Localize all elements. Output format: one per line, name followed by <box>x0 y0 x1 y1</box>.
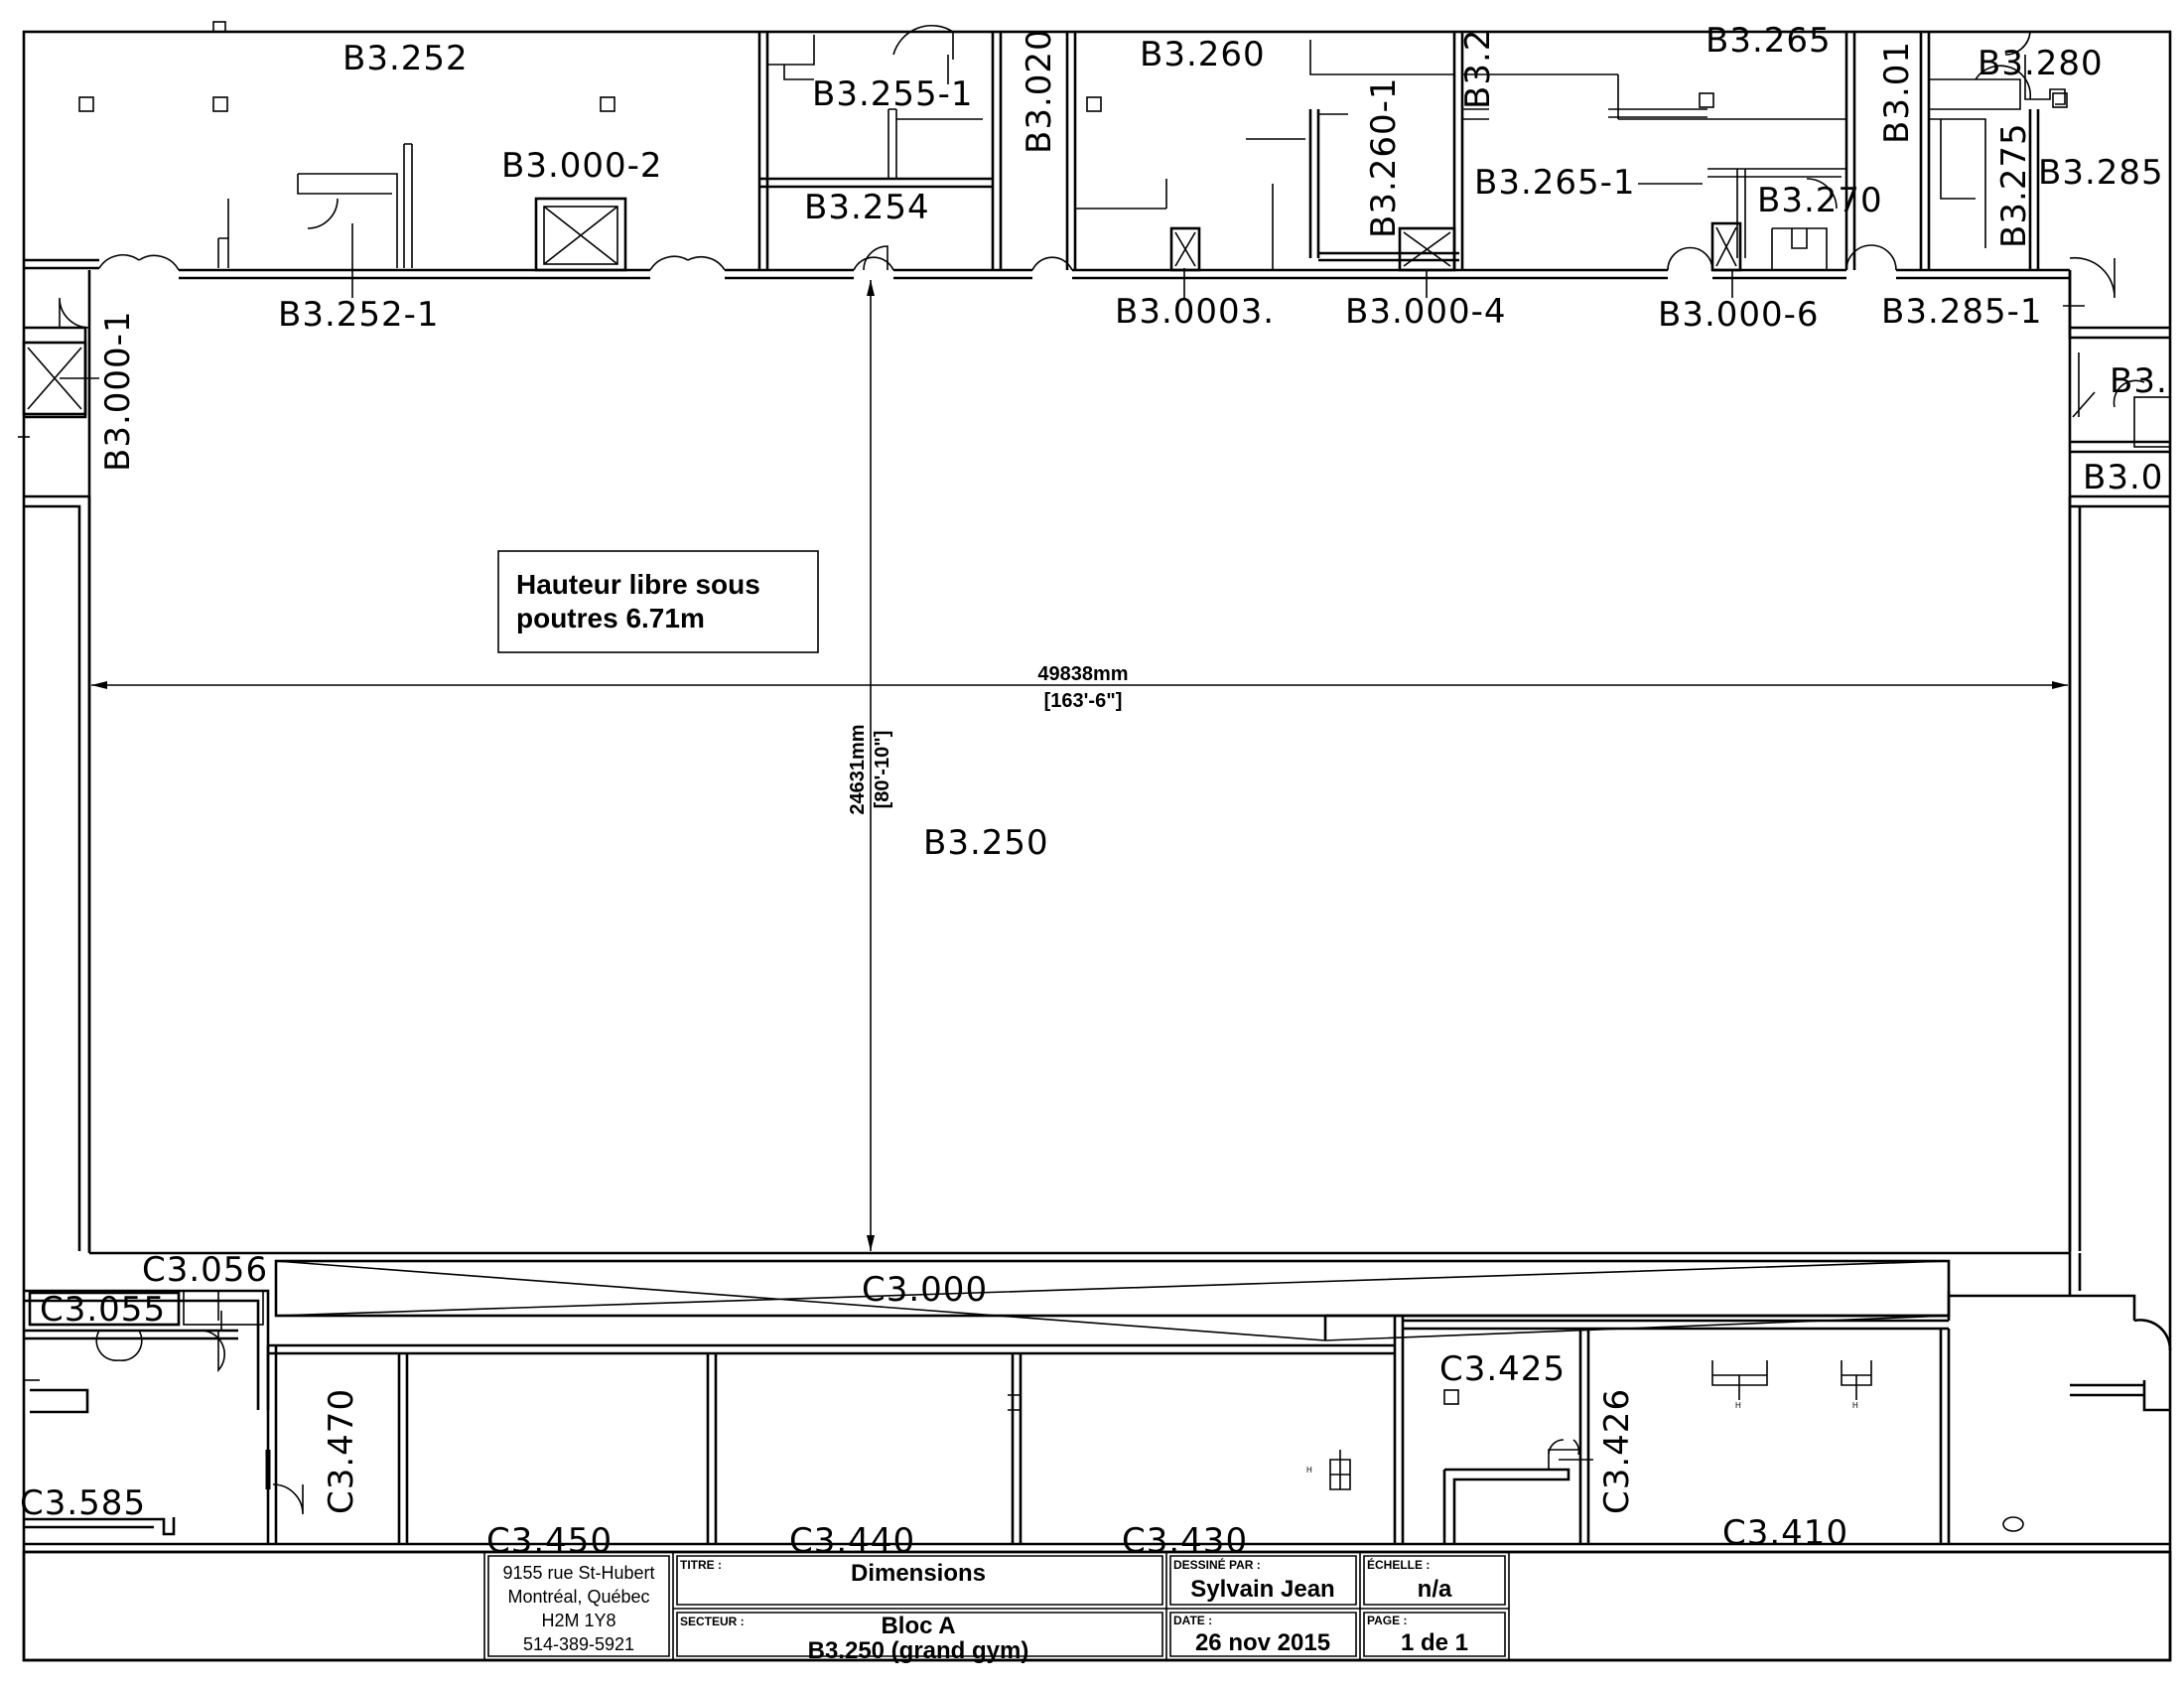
clearance-note-line1: Hauteur libre sous <box>516 569 760 600</box>
title-block <box>22 1550 2172 1662</box>
title-block-titre: Dimensions <box>851 1560 986 1587</box>
room-label-c3-000: C3.000 <box>862 1270 988 1310</box>
room-label-b3-252: B3.252 <box>342 39 469 78</box>
room-label-c3-055: C3.055 <box>40 1290 166 1330</box>
room-label-c3-430: C3.430 <box>1122 1521 1248 1561</box>
title-block-secteur-line2: B3.250 (grand gym) <box>808 1637 1029 1664</box>
room-label-b3-right1: B3. <box>2110 361 2168 401</box>
room-label-c3-426: C3.426 <box>1597 1388 1637 1514</box>
room-labels: B3.252 B3.255-1 B3.020 B3.260 B3.2 B3.26… <box>20 21 2168 1561</box>
room-label-b3-right2: B3.0 <box>2083 458 2163 497</box>
leader-lines <box>60 55 2085 1461</box>
room-label-b3-01: B3.01 <box>1877 41 1917 144</box>
room-label-b3-2: B3.2 <box>1458 29 1498 109</box>
title-block-address-line3: H2M 1Y8 <box>541 1611 615 1630</box>
title-block-page: 1 de 1 <box>1401 1629 1468 1656</box>
room-label-b3-000-4: B3.000-4 <box>1345 292 1507 332</box>
room-label-b3-0003: B3.0003. <box>1115 292 1275 332</box>
room-label-c3-450: C3.450 <box>486 1521 613 1561</box>
width-dimension-mm: 49838mm <box>1037 663 1128 685</box>
clearance-note-box <box>497 550 819 653</box>
room-label-b3-250: B3.250 <box>923 823 1049 863</box>
title-block-echelle: n/a <box>1418 1576 1452 1603</box>
room-label-b3-000-1: B3.000-1 <box>98 310 138 472</box>
height-dimension-ft: [80'-10"] <box>872 731 893 809</box>
room-label-b3-254: B3.254 <box>804 188 930 227</box>
title-block-dessine-label: DESSINÉ PAR : <box>1173 1557 1261 1572</box>
title-block-address-line2: Montréal, Québec <box>507 1587 649 1607</box>
room-label-b3-285: B3.285 <box>2038 153 2164 193</box>
room-label-c3-585: C3.585 <box>20 1483 146 1523</box>
room-label-b3-265: B3.265 <box>1706 21 1832 61</box>
dimension-lines <box>91 280 2068 1251</box>
title-block-date-label: DATE : <box>1173 1614 1212 1627</box>
room-label-b3-275: B3.275 <box>1994 122 2034 248</box>
title-block-secteur-line1: Bloc A <box>881 1613 955 1639</box>
height-dimension-mm: 24631mm <box>847 724 869 814</box>
title-block-echelle-label: ÉCHELLE : <box>1367 1557 1430 1572</box>
room-label-b3-000-6: B3.000-6 <box>1658 295 1820 335</box>
room-label-c3-425: C3.425 <box>1439 1349 1566 1389</box>
room-label-b3-285-1: B3.285-1 <box>1881 292 2043 332</box>
title-block-date: 26 nov 2015 <box>1195 1629 1330 1656</box>
title-block-titre-label: TITRE : <box>680 1558 722 1572</box>
room-label-c3-056: C3.056 <box>142 1250 268 1290</box>
title-block-secteur-label: SECTEUR : <box>680 1615 745 1628</box>
room-label-b3-255-1: B3.255-1 <box>812 74 974 114</box>
room-label-b3-000-2: B3.000-2 <box>501 146 663 186</box>
gym-walls <box>87 270 2072 1255</box>
room-label-c3-470: C3.470 <box>322 1388 361 1514</box>
room-label-b3-252-1: B3.252-1 <box>278 295 440 335</box>
room-label-b3-260-1: B3.260-1 <box>1364 76 1404 238</box>
room-label-b3-280: B3.280 <box>1978 44 2104 83</box>
room-label-b3-020: B3.020 <box>1020 28 1059 154</box>
clearance-note-line2: poutres 6.71m <box>516 603 705 633</box>
hydrant-symbol: H <box>1306 1466 1312 1475</box>
room-label-c3-440: C3.440 <box>789 1521 915 1561</box>
hydrant-symbol-2: H <box>1735 1401 1741 1410</box>
title-block-address-line4: 514-389-5921 <box>523 1634 634 1654</box>
hydrant-symbol-3: H <box>1852 1401 1858 1410</box>
width-dimension-ft: [163'-6"] <box>1044 690 1123 712</box>
room-label-c3-410: C3.410 <box>1722 1513 1848 1553</box>
room-label-b3-260: B3.260 <box>1140 35 1266 74</box>
title-block-page-label: PAGE : <box>1367 1614 1407 1627</box>
title-block-dessine: Sylvain Jean <box>1190 1576 1334 1603</box>
title-block-address-line1: 9155 rue St-Hubert <box>502 1563 654 1583</box>
room-label-b3-270: B3.270 <box>1757 181 1883 220</box>
room-label-b3-265-1: B3.265-1 <box>1474 163 1636 203</box>
